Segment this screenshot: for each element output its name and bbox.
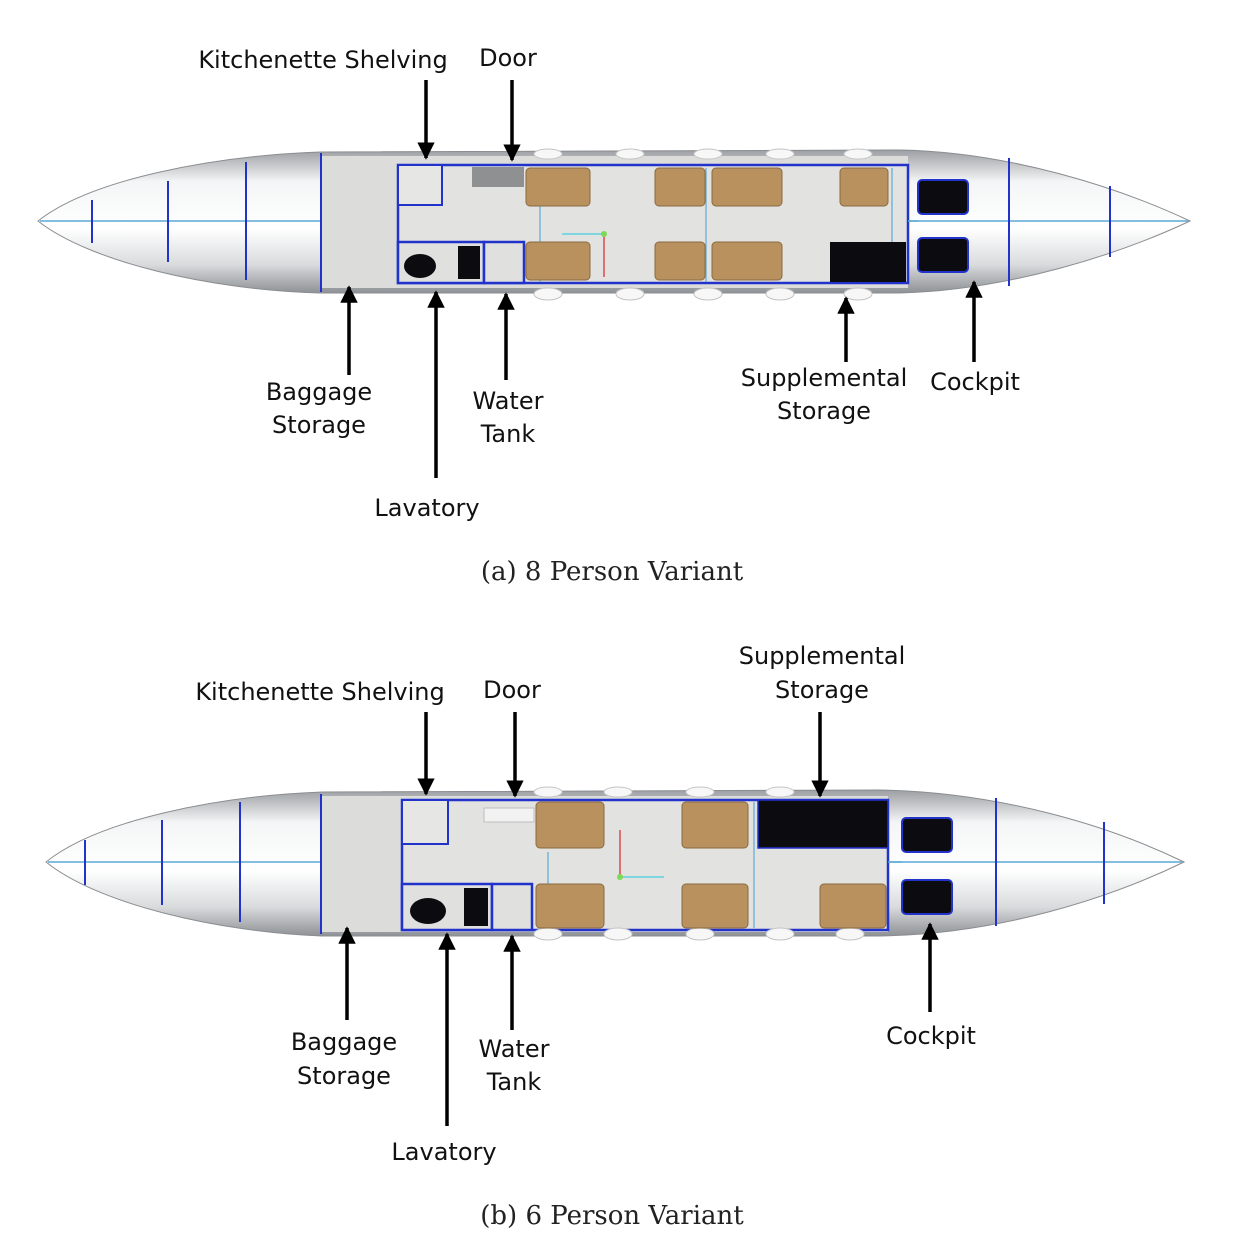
door-block	[472, 167, 524, 187]
label-door: Door	[483, 676, 541, 704]
kitchenette-shelving	[401, 799, 449, 845]
sink	[464, 888, 488, 926]
callout-arrows	[338, 712, 939, 1126]
supplemental-storage	[757, 799, 889, 849]
label-door: Door	[479, 44, 537, 72]
label-baggage-storage-line2: Storage	[272, 411, 366, 439]
label-cockpit: Cockpit	[886, 1022, 976, 1050]
fuselage-frames	[84, 794, 1105, 934]
label-baggage-storage-line1: Baggage	[266, 378, 372, 406]
kitchenette-shelving	[397, 164, 443, 206]
sink	[458, 246, 480, 279]
door-block	[483, 807, 535, 823]
toilet	[410, 898, 446, 924]
panel-6-person: Kitchenette Shelving Door Supplemental S…	[45, 642, 1186, 1231]
axis-gizmo	[562, 231, 607, 277]
toilet	[404, 254, 436, 278]
label-supplemental-storage-line1: Supplemental	[741, 364, 908, 392]
seats	[535, 801, 887, 929]
water-tank	[490, 882, 534, 932]
callout-arrows	[340, 80, 983, 478]
caption-6-person: (b) 6 Person Variant	[480, 1201, 744, 1231]
cockpit-seat-right	[901, 879, 953, 915]
cockpit-seat-right	[917, 237, 969, 273]
label-water-tank-line1: Water	[473, 387, 544, 415]
supplemental-storage	[830, 242, 906, 282]
label-lavatory: Lavatory	[374, 494, 479, 522]
label-water-tank-line2: Tank	[486, 1068, 542, 1096]
label-baggage-storage-line1: Baggage	[291, 1028, 397, 1056]
label-supplemental-storage-line1: Supplemental	[739, 642, 906, 670]
label-kitchenette-shelving: Kitchenette Shelving	[195, 678, 444, 706]
windows	[533, 786, 865, 941]
fuselage-frames	[91, 153, 1111, 292]
label-supplemental-storage-line2: Storage	[777, 397, 871, 425]
label-supplemental-storage-line2: Storage	[775, 676, 869, 704]
label-baggage-storage-line2: Storage	[297, 1062, 391, 1090]
label-water-tank-line2: Tank	[480, 420, 536, 448]
cockpit-seat-left	[901, 817, 953, 853]
cockpit-seat-left	[917, 179, 969, 215]
water-tank	[482, 240, 526, 285]
label-water-tank-line1: Water	[479, 1035, 550, 1063]
label-lavatory: Lavatory	[391, 1138, 496, 1166]
label-kitchenette-shelving: Kitchenette Shelving	[198, 46, 447, 74]
seats	[525, 167, 889, 281]
panel-8-person: Kitchenette Shelving Door Baggage Storag…	[37, 44, 1192, 587]
label-cockpit: Cockpit	[930, 368, 1020, 396]
windows	[533, 148, 873, 301]
axis-gizmo	[617, 830, 664, 880]
caption-8-person: (a) 8 Person Variant	[481, 557, 744, 587]
